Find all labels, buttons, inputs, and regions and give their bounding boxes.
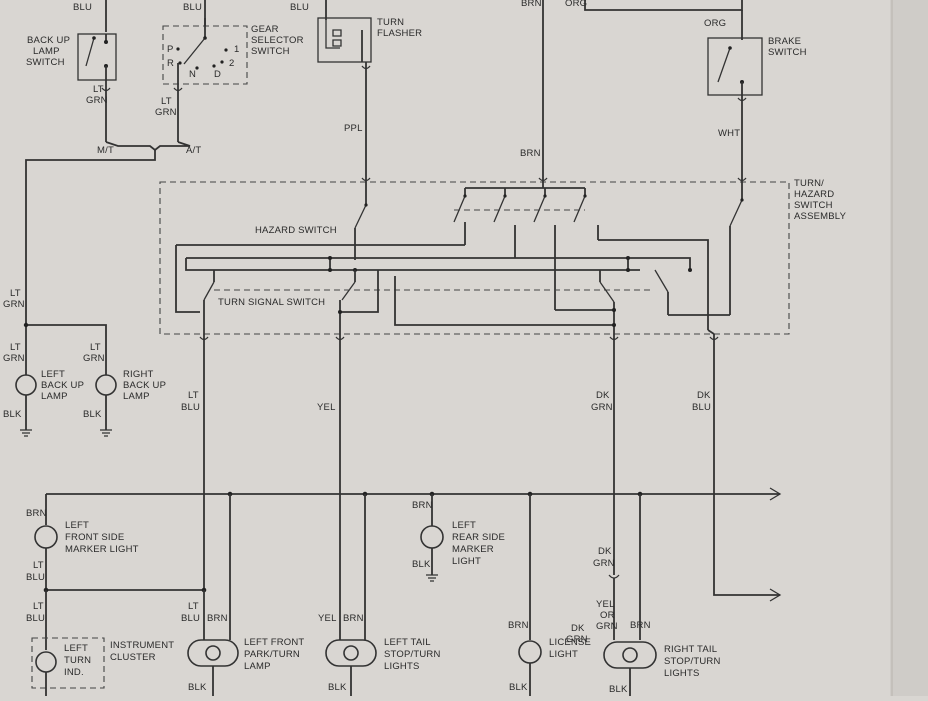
blk-lrs: BLK xyxy=(412,559,431,570)
blk-lt: BLK xyxy=(328,682,347,693)
label-brn-mid: BRN xyxy=(520,148,541,159)
blk-a: BLK xyxy=(3,409,22,420)
label-ppl: PPL xyxy=(344,123,363,134)
label-blu-mid: BLU xyxy=(183,2,202,13)
gear-d: D xyxy=(214,69,221,80)
label-blu-left: BLU xyxy=(73,2,92,13)
label-wht: WHT xyxy=(718,128,740,139)
blk-lfp: BLK xyxy=(188,682,207,693)
page-edge xyxy=(890,0,928,696)
backup-lamp-switch xyxy=(77,33,117,81)
label-brn-top: BRN xyxy=(521,0,542,9)
brn-lt: BRN xyxy=(343,613,364,624)
gear-1: 1 xyxy=(234,44,239,55)
brn-rt: BRN xyxy=(630,620,651,631)
hazard-switch-label: HAZARD SWITCH xyxy=(255,225,337,236)
instrument-cluster xyxy=(31,637,105,689)
brn-lrs: BRN xyxy=(412,500,433,511)
label-org-top: ORG xyxy=(565,0,587,9)
gear-2: 2 xyxy=(229,58,234,69)
yel-a: YEL xyxy=(317,402,336,413)
gear-r: R xyxy=(167,58,174,69)
brn-lic: BRN xyxy=(508,620,529,631)
gear-n: N xyxy=(189,69,196,80)
blk-rt: BLK xyxy=(609,684,628,695)
blk-lic: BLK xyxy=(509,682,528,693)
turn-signal-switch-label: TURN SIGNAL SWITCH xyxy=(218,297,325,308)
brn-lfp: BRN xyxy=(207,613,228,624)
label-at: A/T xyxy=(186,145,201,156)
label-mt: M/T xyxy=(97,145,114,156)
label-org-brake: ORG xyxy=(704,18,726,29)
turn-hazard-switch-assembly xyxy=(159,181,790,335)
label-blu-flasher: BLU xyxy=(290,2,309,13)
brake-switch xyxy=(707,37,763,96)
blk-b: BLK xyxy=(83,409,102,420)
turn-flasher xyxy=(317,17,372,63)
brn-lfs: BRN xyxy=(26,508,47,519)
yel-b: YEL xyxy=(318,613,337,624)
gear-p: P xyxy=(167,44,174,55)
connector-marks xyxy=(101,65,747,341)
